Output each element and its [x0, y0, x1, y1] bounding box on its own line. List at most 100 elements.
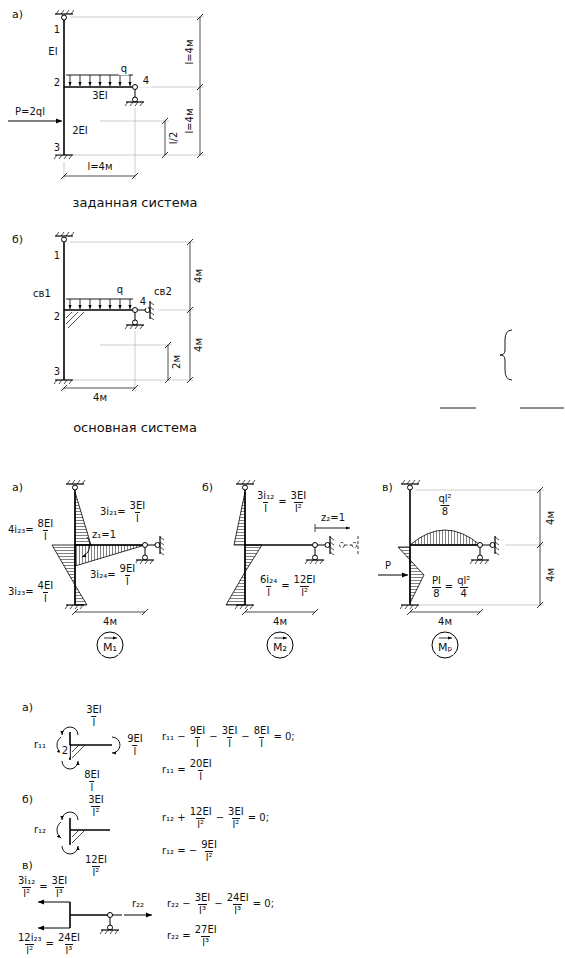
label-group: 12i₂₃l²=24EIl³ [16, 932, 82, 956]
basic-system [168, 345, 169, 380]
text-part: 4м [92, 392, 108, 404]
label-text: l³ [198, 904, 207, 917]
label-group: M₂ [271, 642, 289, 655]
text-part: EI [47, 46, 58, 58]
label-group: 1 [52, 250, 62, 262]
label-group: M₁ [101, 642, 119, 655]
frame-r22 [70, 914, 108, 916]
dimension-label: 4м [545, 509, 557, 527]
node-r12 [62, 846, 78, 854]
label-group: 4м [271, 616, 289, 628]
label-text: 4м [272, 616, 288, 628]
label-text: − [240, 731, 250, 743]
m1-diagram [97, 632, 123, 658]
text-part: 4 [139, 296, 147, 308]
text-part: P [384, 560, 392, 572]
fraction: 3EIl³ [194, 892, 212, 916]
label-group: в) [20, 860, 35, 873]
basic-system [70, 242, 194, 243]
fraction: 3EIl² [227, 806, 245, 830]
label-text: 4м [437, 616, 453, 628]
label-text: − [213, 898, 223, 910]
label-group: св1 [31, 288, 53, 300]
label-text: M₂ [272, 642, 288, 655]
label-text: − [208, 731, 218, 743]
label-text: l [266, 586, 271, 599]
label-group: 9EIl [125, 733, 145, 757]
m2-diagram [274, 638, 287, 639]
fraction: 9EIl [126, 733, 144, 757]
text-part: − [215, 812, 225, 824]
text-part: б) [201, 482, 214, 495]
label-text: а) [21, 702, 34, 715]
node-r11 [62, 727, 78, 735]
fraction: 6i₂₄l [259, 574, 278, 598]
label-group: z₂=1 [319, 512, 347, 524]
fraction: 3EIl³ [51, 875, 69, 899]
basic-system [64, 309, 133, 311]
text-part: z₁=1 [91, 529, 117, 541]
label-group: 4 [138, 296, 148, 308]
label-group: а) [10, 9, 25, 22]
fraction: 8EIl [37, 518, 55, 542]
dimension-label: 4м [545, 566, 557, 584]
fraction: ql²4 [456, 575, 471, 599]
label-text: r₁₂ + [161, 812, 187, 824]
label-text: l [133, 745, 138, 758]
basic-system [70, 299, 130, 309]
label-text: 4м [545, 567, 557, 583]
basic-system [63, 242, 65, 380]
label-group: 4м [101, 616, 119, 628]
brace [520, 408, 564, 409]
m2-diagram [245, 545, 262, 572]
given-system [8, 10, 204, 180]
label-text: r₂₂ − [166, 898, 192, 910]
node-r12 [62, 812, 78, 820]
label-text: 9EI [189, 725, 207, 737]
label-text: l³ [55, 887, 64, 900]
label-group: а) [10, 482, 25, 495]
label-group: 8EIl [82, 769, 102, 793]
m2-diagram [315, 528, 350, 529]
text-part: св2 [153, 286, 173, 298]
label-text: r₁₁ − [161, 731, 187, 743]
basic-system [70, 299, 71, 309]
node-r11 [62, 761, 78, 769]
text-part: r₁₁ = [161, 764, 187, 776]
mp-diagram [410, 544, 478, 546]
label-text: l² [196, 818, 205, 831]
basic-system [66, 312, 84, 328]
label-text: 20EI [189, 758, 213, 770]
text-part: 4м [437, 616, 453, 628]
given-system [64, 176, 135, 177]
given-system [100, 121, 169, 122]
label-group: 3i₁₂l=3EIl² [255, 490, 308, 514]
label-group: основная система [71, 421, 199, 436]
text-part: св1 [32, 288, 52, 300]
fraction: 3i₁₂l [256, 490, 275, 514]
basic-system [100, 345, 172, 346]
label-text: 3i₁₂ [17, 875, 36, 887]
label-group: r₁₂ +12EIl²−3EIl²= 0; [160, 806, 271, 830]
m1-diagram [75, 544, 143, 546]
label-text: 3EI [129, 500, 147, 512]
node-r12 [69, 818, 71, 845]
m1-diagram [65, 605, 84, 609]
text-part: основная система [72, 421, 198, 436]
basic-system [64, 242, 194, 392]
label-text: 3EI [290, 490, 308, 502]
label-text: 9EI [200, 839, 218, 851]
label-group: EI [46, 46, 59, 58]
label-group: б) [20, 794, 35, 807]
text-part: 3i₂₄= [89, 569, 117, 581]
given-system [100, 75, 101, 86]
given-system [72, 155, 204, 156]
m2-diagram [340, 536, 359, 554]
label-text: ql² [437, 493, 452, 505]
m2-diagram [245, 544, 313, 546]
text-part: = [38, 881, 48, 893]
label-text: r₁₁ [33, 739, 47, 751]
label-group: P=2ql [13, 106, 47, 118]
fraction: 12EIl² [293, 574, 317, 598]
